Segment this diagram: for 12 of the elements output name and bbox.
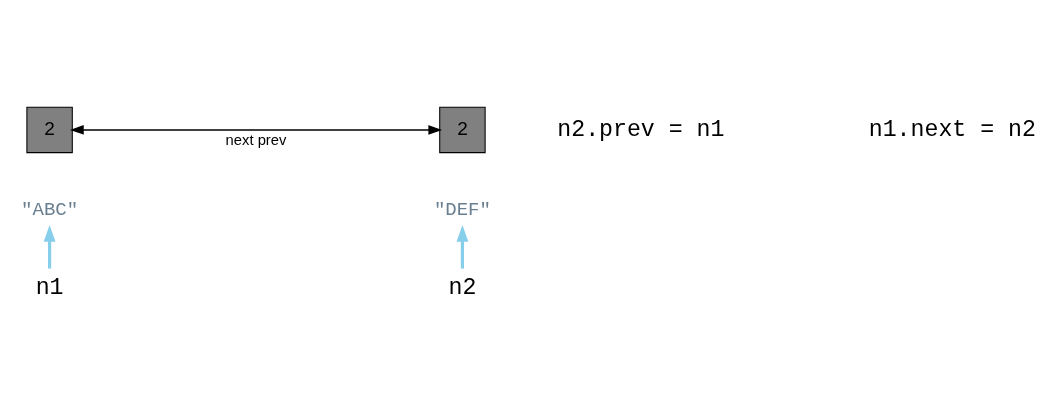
node-text: n1 [35,274,64,301]
node-box: 2 [26,106,73,154]
node-text: "ABC" [21,199,79,222]
node-text: n2 [448,274,477,301]
label: n1.next = n2 [868,116,1036,143]
label: n2.prev = n1 [557,116,725,143]
edge-label: next prev [225,131,287,148]
arrow [43,224,56,269]
arrow [70,125,443,135]
node-text: "DEF" [433,199,491,222]
arrow [456,224,469,269]
node-box: 2 [439,106,486,154]
